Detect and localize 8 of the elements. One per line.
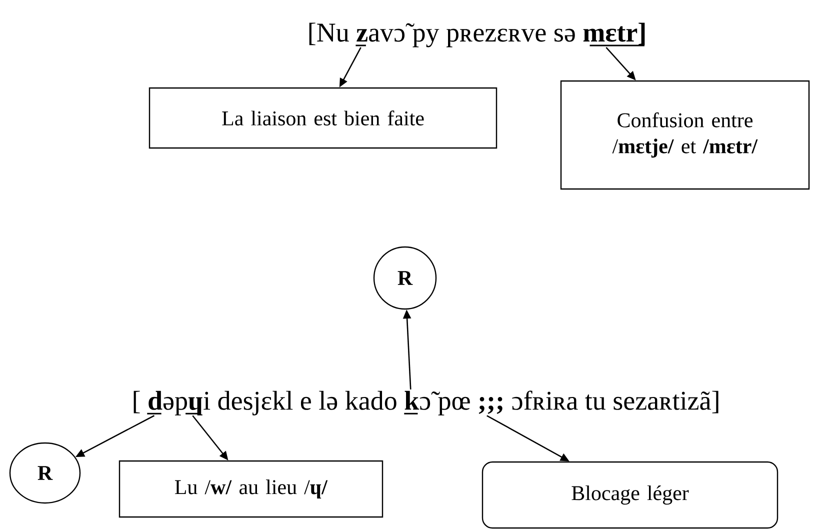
text-box: Lu /w/ au lieu /ɥ/ xyxy=(118,460,384,518)
circle-node: R xyxy=(373,246,437,310)
text-line: [ dəpɥi desjɛkl e lə kado kɔ̃ pœ ;;; ɔfʀiʀa tu sezaʀtizã] xyxy=(134,390,718,416)
rounded-box: Blocage léger xyxy=(482,461,778,529)
text-box: Confusion entre /mɛtje/ et /mɛtr/ xyxy=(560,80,810,190)
text-box: La liaison est bien faite xyxy=(148,87,498,149)
circle-node: R xyxy=(9,442,81,504)
text-line: [Nu zavɔ̃ py pʀezɛʀve sə mɛtr] xyxy=(309,22,645,48)
